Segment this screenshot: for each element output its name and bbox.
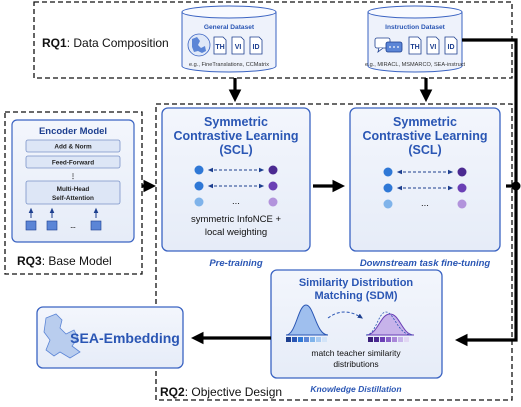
svg-text:Symmetric: Symmetric [204, 115, 268, 129]
doc-icon-id: ID [444, 36, 458, 55]
instruction-dataset-caption: e.g., MIRACL, MSMARCO, SEA-instruct [365, 62, 466, 68]
general-dataset-caption: e.g., FineTranslations, CCMatrix [189, 62, 269, 68]
svg-text:Symmetric: Symmetric [393, 115, 457, 129]
student-distribution-icon [365, 311, 415, 342]
svg-text:...: ... [232, 196, 240, 207]
encoder-model-title: Encoder Model [39, 126, 107, 137]
svg-text:VI: VI [430, 44, 437, 51]
contrastive-pairs: ... [194, 165, 278, 207]
instruction-dataset-title: Instruction Dataset [385, 24, 446, 31]
doc-icon-vi: VI [426, 36, 440, 55]
svg-text:VI: VI [235, 44, 242, 51]
scl-pretraining-panel: Symmetric Contrastive Learning (SCL) ...… [161, 107, 311, 252]
rq1-label: RQ1: Data Composition [42, 36, 169, 50]
doc-icon-id: ID [249, 36, 263, 55]
branch-junction [511, 181, 521, 191]
rq3-label: RQ3: Base Model [17, 254, 112, 268]
instruction-lang-docs: TH VI ID [408, 36, 458, 55]
encoder-model-panel: Encoder Model Add & Norm Feed-Forward ⋮ … [11, 119, 135, 243]
doc-icon-th: TH [408, 36, 422, 55]
rq3-region [4, 111, 143, 275]
svg-text:...: ... [421, 198, 429, 209]
layer-feed-forward [25, 155, 121, 169]
scl-pretrain-desc-2: local weighting [205, 227, 267, 238]
svg-text:Matching (SDM): Matching (SDM) [314, 290, 397, 302]
instruction-dataset: Instruction Dataset TH VI ID e.g., MIRAC… [365, 5, 466, 73]
sea-map-icon [43, 313, 81, 359]
svg-text:ID: ID [448, 44, 455, 51]
svg-text:Contrastive Learning: Contrastive Learning [173, 129, 298, 143]
layer-dots: ⋮ [70, 173, 76, 180]
stage-knowledge-distillation: Knowledge Distillation [310, 384, 401, 394]
sdm-desc-1: match teacher similarity [311, 348, 401, 358]
stage-finetuning: Downstream task fine-tuning [360, 258, 491, 269]
svg-text:TH: TH [215, 44, 224, 51]
teacher-distribution-icon [285, 304, 329, 342]
general-dataset-title: General Dataset [204, 24, 255, 31]
sea-embedding-output: SEA-Embedding [36, 306, 184, 369]
layer-add-norm [25, 139, 121, 153]
svg-text:Similarity Distribution: Similarity Distribution [299, 277, 414, 289]
input-token-arrows [28, 207, 99, 218]
svg-text:Multi-Head: Multi-Head [57, 186, 90, 193]
chat-bubble-icon [374, 37, 403, 54]
sdm-desc-2: distributions [333, 359, 378, 369]
svg-text:Contrastive Learning: Contrastive Learning [362, 129, 487, 143]
input-tokens [25, 220, 102, 231]
doc-icon-vi: VI [231, 36, 245, 55]
sdm-panel: Similarity Distribution Matching (SDM) m… [270, 269, 443, 379]
svg-text:(SCL): (SCL) [219, 143, 252, 157]
stage-pretraining: Pre-training [209, 258, 263, 269]
rq2-region [155, 103, 513, 401]
scl-pretrain-desc-1: symmetric InfoNCE + [191, 214, 281, 225]
svg-text:Add & Norm: Add & Norm [54, 144, 92, 151]
token-dots: ... [70, 223, 76, 230]
rq2-label: RQ2: Objective Design [160, 385, 282, 399]
general-dataset: General Dataset TH VI ID e.g., FineTrans… [181, 5, 277, 73]
general-lang-docs: TH VI ID [213, 36, 263, 55]
svg-text:(SCL): (SCL) [408, 143, 441, 157]
distill-arrow [327, 311, 363, 319]
svg-text:TH: TH [410, 44, 419, 51]
contrastive-pairs: ... [383, 167, 467, 209]
svg-text:Self-Attention: Self-Attention [52, 195, 94, 202]
svg-text:Feed-Forward: Feed-Forward [52, 160, 94, 167]
doc-icon-th: TH [213, 36, 227, 55]
sea-map-icon [187, 33, 211, 57]
sea-embedding-label: SEA-Embedding [70, 330, 180, 346]
layer-attention [25, 180, 121, 205]
scl-finetuning-panel: Symmetric Contrastive Learning (SCL) ... [349, 107, 501, 252]
svg-text:ID: ID [253, 44, 260, 51]
